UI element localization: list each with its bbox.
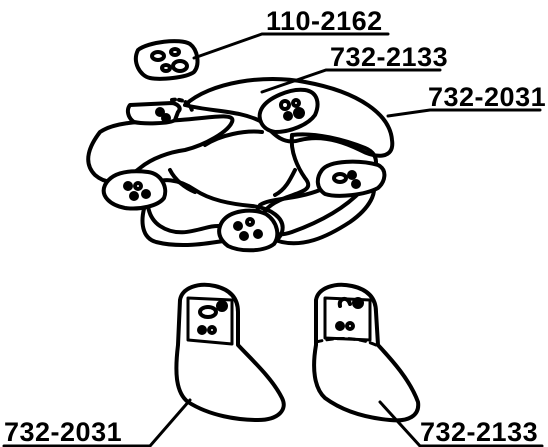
leader-lines-top	[192, 32, 542, 118]
hub-arc-1	[203, 129, 264, 147]
insert-upper-left	[125, 97, 194, 126]
insert-top	[133, 39, 200, 81]
label-732-2133-lower: 732-2133	[420, 417, 538, 447]
insert-upper-right	[257, 87, 320, 134]
label-732-2133-upper: 732-2133	[330, 42, 448, 72]
rotor-assembly	[86, 39, 395, 253]
insert-left	[101, 169, 168, 211]
blade-single-right	[312, 282, 421, 423]
leader-732-2031-lower	[2, 398, 192, 447]
label-732-2031-lower: 732-2031	[4, 417, 122, 447]
separate-blades	[174, 282, 421, 423]
leader-110-2162	[192, 32, 390, 60]
blade-base	[140, 203, 232, 248]
insert-right	[315, 159, 387, 198]
leader-732-2133-lower	[378, 400, 544, 447]
label-732-2031-upper: 732-2031	[428, 82, 546, 112]
hub-arc-2	[273, 168, 297, 197]
dashed-joint	[314, 337, 380, 348]
hub-arc-3	[168, 168, 197, 194]
leader-lines-bottom	[2, 398, 544, 447]
blade-left	[86, 114, 235, 184]
insert-bottom	[217, 208, 280, 253]
leader-732-2133-upper	[260, 68, 442, 94]
label-110-2162: 110-2162	[266, 6, 383, 36]
blade-single-left	[174, 282, 286, 422]
leader-732-2031-upper	[386, 108, 542, 118]
